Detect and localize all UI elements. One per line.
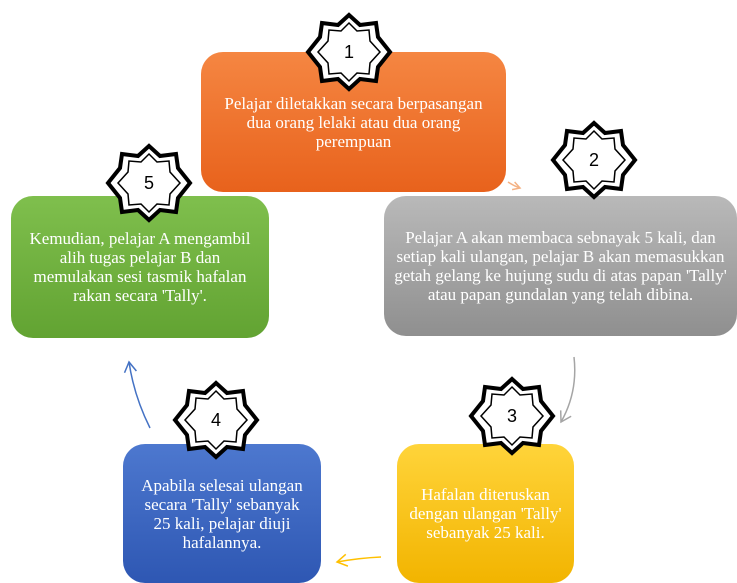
step-4-badge: 4 bbox=[171, 380, 261, 460]
step-2-number: 2 bbox=[588, 149, 599, 170]
eight-point-star-icon bbox=[105, 143, 193, 223]
arrow-4-to-5 bbox=[123, 360, 151, 429]
step-4-box: Apabila selesai ulangan secara 'Tally' s… bbox=[123, 444, 321, 583]
arrow-3-to-4 bbox=[335, 553, 382, 567]
eight-point-star-icon bbox=[172, 380, 260, 460]
step-1-text: Pelajar diletakkan secara berpasangan du… bbox=[224, 93, 483, 151]
step-1-badge: 1 bbox=[304, 12, 394, 92]
step-2-box: Pelajar A akan membaca sebnayak 5 kali, … bbox=[384, 196, 737, 336]
step-4-number: 4 bbox=[210, 409, 221, 430]
eight-point-star-icon bbox=[305, 12, 393, 92]
eight-point-star-icon bbox=[468, 376, 556, 456]
step-3-text: Hafalan diteruskan dengan ulangan 'Tally… bbox=[409, 485, 562, 542]
step-4-text: Apabila selesai ulangan secara 'Tally' s… bbox=[141, 475, 303, 552]
step-5-box: Kemudian, pelajar A mengambil alih tugas… bbox=[11, 196, 269, 338]
step-2-badge: 2 bbox=[549, 120, 639, 200]
eight-point-star-icon bbox=[550, 120, 638, 200]
step-2-text: Pelajar A akan membaca sebnayak 5 kali, … bbox=[394, 228, 727, 304]
step-3-box: Hafalan diteruskan dengan ulangan 'Tally… bbox=[397, 444, 574, 583]
arrow-1-to-2 bbox=[507, 181, 522, 191]
step-5-text: Kemudian, pelajar A mengambil alih tugas… bbox=[29, 229, 251, 305]
step-3-badge: 3 bbox=[467, 376, 557, 456]
step-1-number: 1 bbox=[343, 41, 354, 62]
step-5-badge: 5 bbox=[104, 143, 194, 223]
step-5-number: 5 bbox=[143, 172, 154, 193]
step-3-number: 3 bbox=[506, 405, 517, 426]
arrow-2-to-3 bbox=[559, 356, 576, 424]
